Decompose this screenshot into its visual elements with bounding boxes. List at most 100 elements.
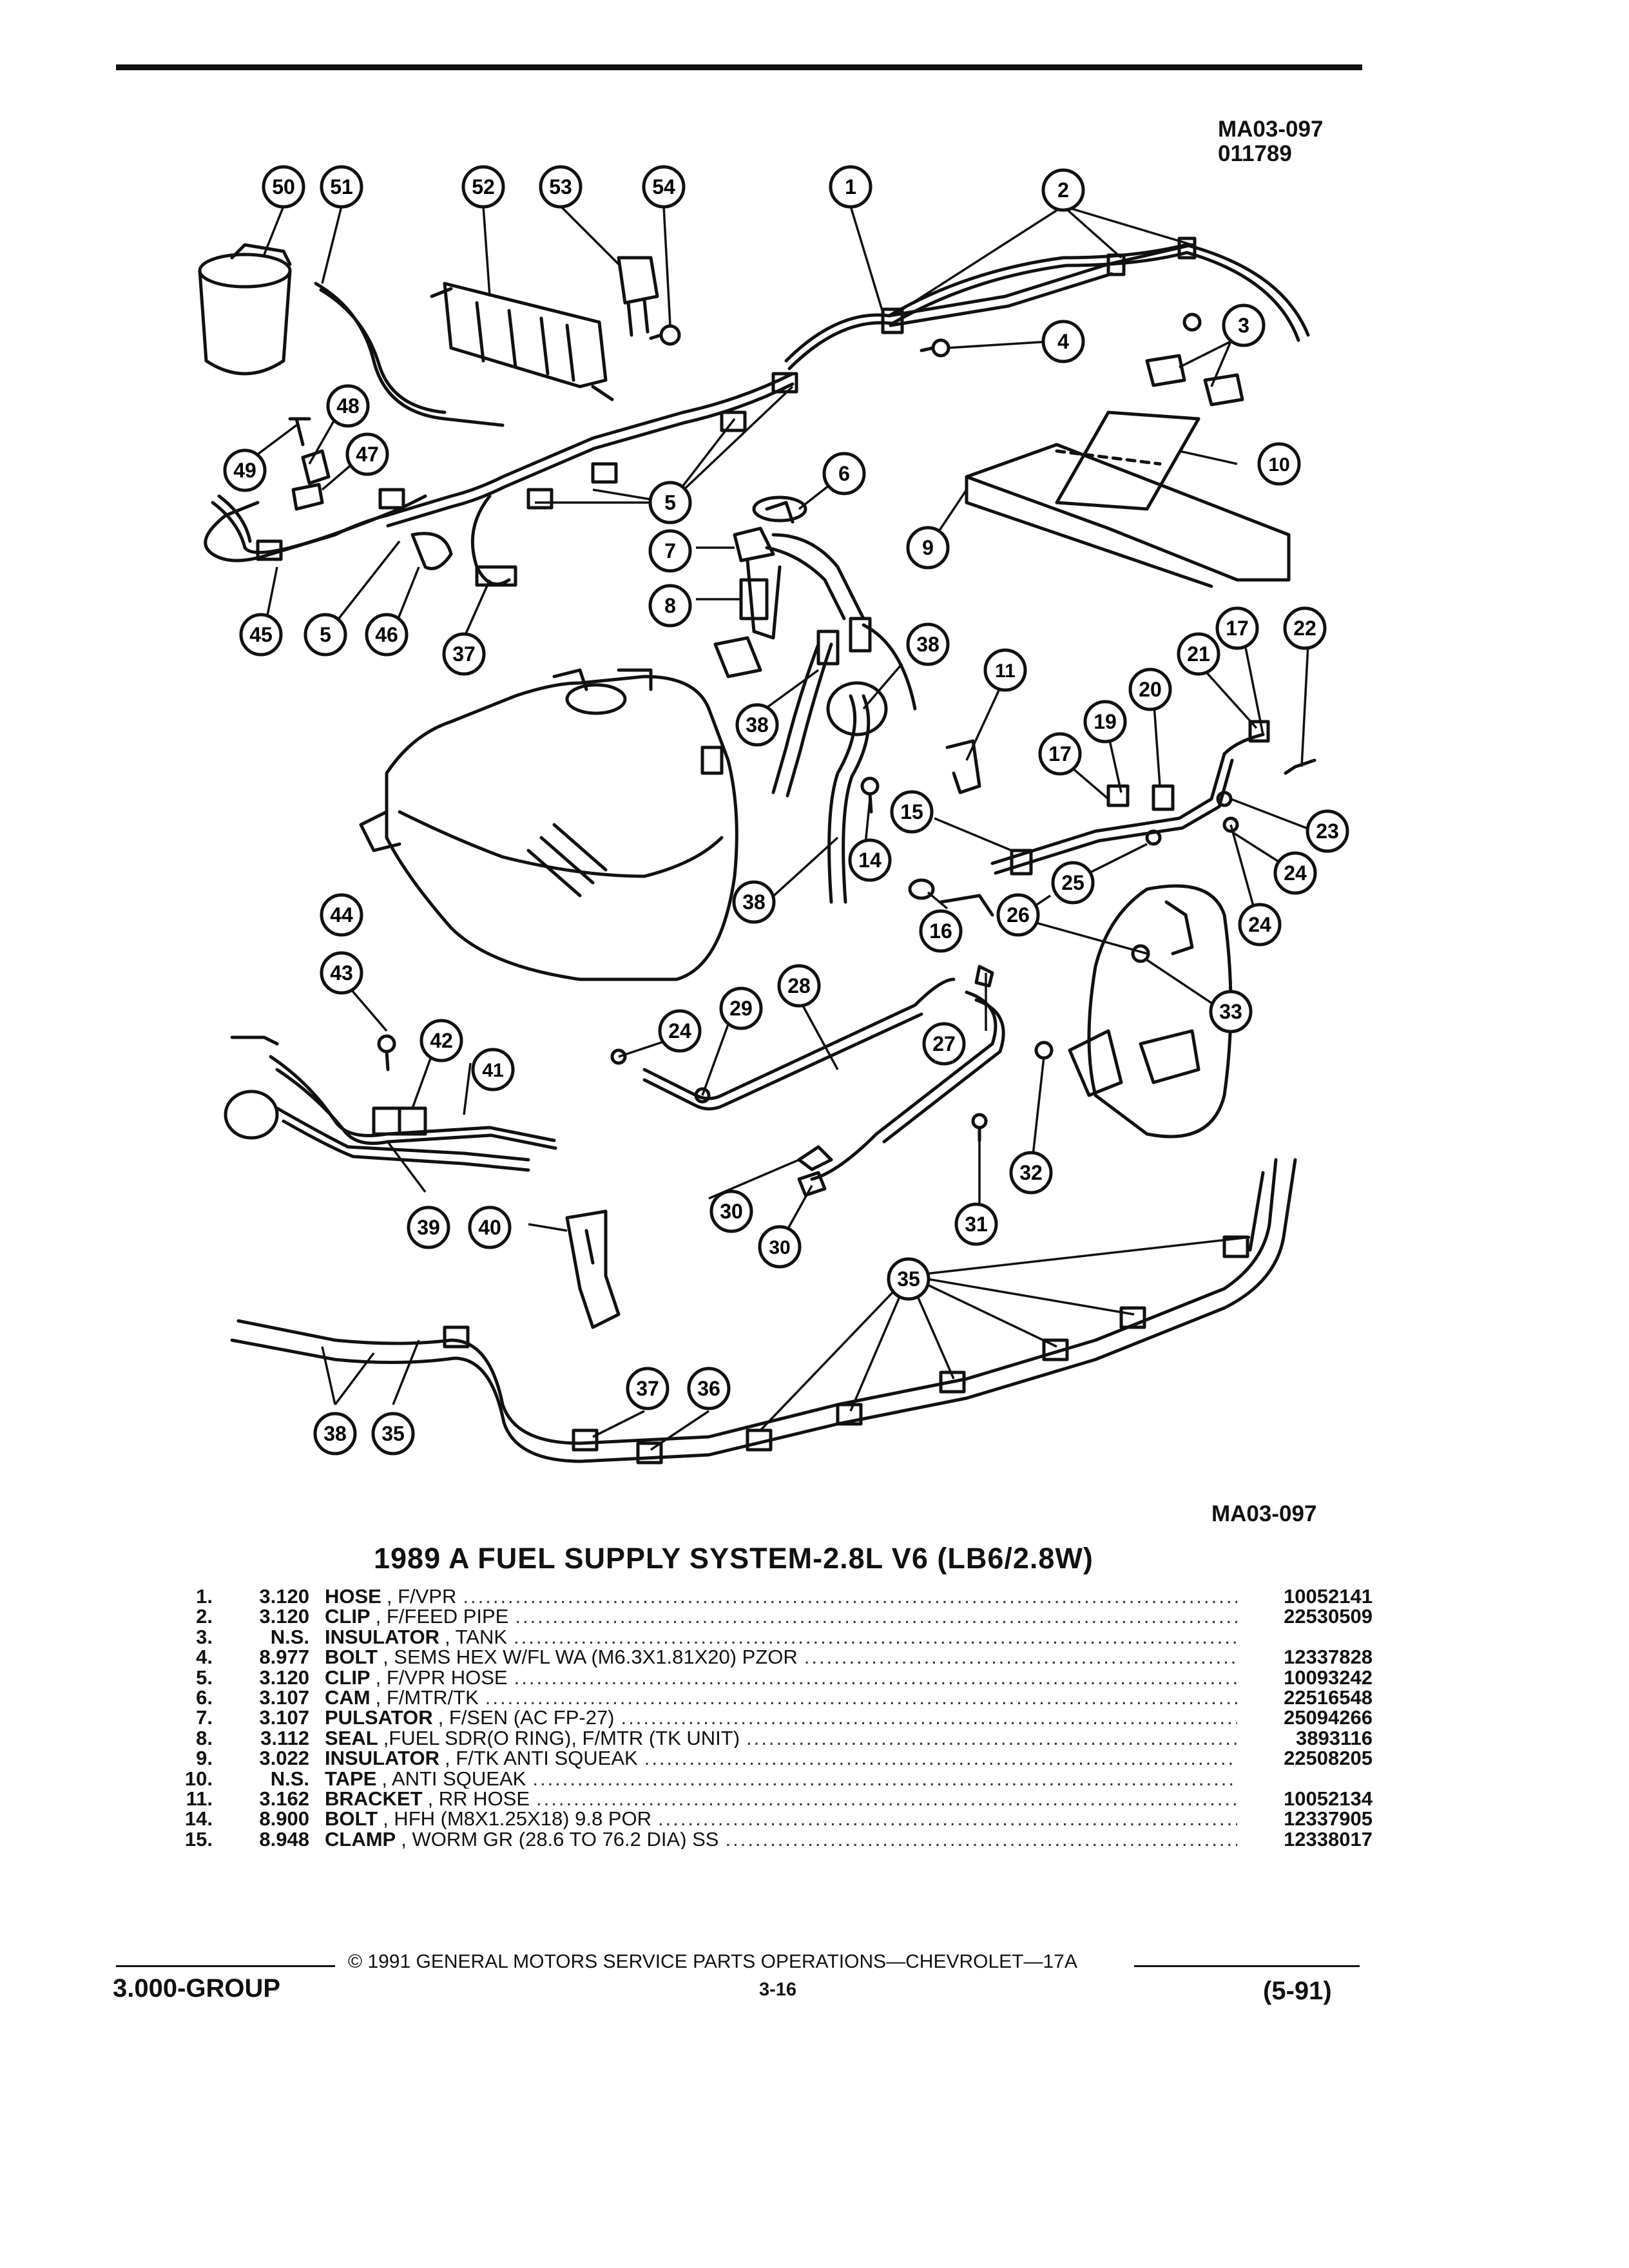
bracket-11 <box>945 739 981 794</box>
callout-32: 31 <box>954 1202 998 1246</box>
group-number: 3.120 <box>259 1585 309 1608</box>
part-detail: , F/FEED PIPE <box>375 1606 509 1627</box>
lower-fuel-lines <box>230 1158 1297 1465</box>
exploded-parts-diagram: 50 51 52 53 54 1 2 3 4 10 6 5 9 7 8 49 4… <box>198 165 1349 1465</box>
callout-52: 52 <box>461 165 505 209</box>
illustration-code-header: MA03-097 011789 <box>1218 117 1323 166</box>
svg-text:36: 36 <box>697 1377 720 1400</box>
part-number: 3893116 <box>1296 1726 1373 1749</box>
callout-43: 43 <box>320 951 363 995</box>
canister-bracket <box>430 282 614 401</box>
page-title: 1989 A FUEL SUPPLY SYSTEM-2.8L V6 (LB6/2… <box>374 1542 1094 1575</box>
callout-35-main: 35 <box>887 1257 930 1301</box>
leader-dots <box>508 1667 1237 1687</box>
svg-text:51: 51 <box>330 175 353 198</box>
svg-text:54: 54 <box>652 175 675 198</box>
bolt-54 <box>649 324 681 346</box>
item-number: 9. <box>196 1747 213 1770</box>
svg-text:38: 38 <box>916 633 940 656</box>
footer-rule-left <box>116 1965 335 1967</box>
svg-text:42: 42 <box>430 1029 453 1052</box>
leader-dots <box>508 1606 1237 1626</box>
callout-24-b: 24 <box>658 1009 702 1053</box>
part-description: BOLT, SEMS HEX W/FL WA (M6.3X1.81X20) PZ… <box>325 1647 1237 1667</box>
parts-row: 5. 3.120 CLIP, F/VPR HOSE 10093242 <box>135 1667 1373 1687</box>
item-number: 2. <box>196 1605 213 1628</box>
callout-38-d: 38 <box>313 1412 357 1456</box>
part-detail: , TANK <box>444 1626 508 1648</box>
leader-dots <box>638 1748 1237 1768</box>
parts-row: 14. 8.900 BOLT, HFH (M8X1.25X18) 9.8 POR… <box>135 1809 1373 1829</box>
item-number: 14. <box>184 1807 213 1831</box>
item-number: 7. <box>196 1706 213 1729</box>
svg-text:10: 10 <box>1268 454 1289 476</box>
svg-text:8: 8 <box>664 594 676 617</box>
callout-48: 48 <box>326 384 370 428</box>
svg-text:17: 17 <box>1048 742 1072 765</box>
svg-text:41: 41 <box>482 1060 503 1081</box>
group-number: 3.022 <box>259 1747 309 1770</box>
part-description: CLIP, F/VPR HOSE <box>325 1667 1237 1687</box>
group-label: 3.000-GROUP <box>113 1974 281 2003</box>
callout-41: 41 <box>471 1048 515 1091</box>
callout-37-top: 37 <box>442 632 486 676</box>
svg-text:49: 49 <box>233 459 256 482</box>
top-rule <box>116 64 1362 70</box>
part-detail: , RR HOSE <box>427 1788 530 1809</box>
group-number: N.S. <box>270 1625 309 1648</box>
callout-18: 19 <box>1083 700 1127 744</box>
callout-8: 8 <box>648 584 692 628</box>
svg-text:29: 29 <box>729 997 753 1020</box>
svg-text:9: 9 <box>922 536 934 559</box>
svg-text:43: 43 <box>330 961 353 985</box>
callout-10: 10 <box>1257 442 1301 486</box>
callout-29: 29 <box>719 986 763 1030</box>
part-number: 22508205 <box>1284 1747 1373 1770</box>
callout-37: 37 <box>626 1367 670 1410</box>
part-number: 12337905 <box>1284 1807 1373 1831</box>
part-description: INSULATOR, F/TK ANTI SQUEAK <box>325 1748 1237 1768</box>
callout-30: 30 <box>709 1189 753 1233</box>
part-description: HOSE, F/VPR <box>325 1586 1237 1606</box>
part-detail: , F/TK ANTI SQUEAK <box>444 1748 638 1769</box>
group-number: N.S. <box>270 1767 309 1790</box>
svg-text:27: 27 <box>932 1032 956 1055</box>
item-number: 8. <box>196 1726 213 1749</box>
part-number <box>1237 1627 1373 1647</box>
parts-row: 11. 3.162 BRACKET, RR HOSE 10052134 <box>135 1789 1373 1809</box>
item-number: 11. <box>186 1787 213 1810</box>
svg-text:15: 15 <box>900 800 923 823</box>
fuel-sender-assembly <box>713 495 865 678</box>
svg-text:38: 38 <box>746 713 769 736</box>
leader-dots <box>456 1586 1237 1606</box>
svg-text:20: 20 <box>1139 678 1162 701</box>
callout-47: 47 <box>345 432 389 476</box>
svg-text:52: 52 <box>472 175 495 198</box>
insulator-pads-3 <box>1145 354 1244 407</box>
svg-text:45: 45 <box>249 623 273 646</box>
parts-row: 8. 3.112 SEAL,FUEL SDR(O RING), F/MTR (T… <box>135 1726 1373 1749</box>
leader-lines <box>244 205 1315 1451</box>
connector-53 <box>617 256 659 337</box>
callout-9: 9 <box>906 526 950 570</box>
callout-14: 14 <box>848 838 892 882</box>
part-detail: ,FUEL SDR(O RING), F/MTR (TK UNIT) <box>383 1727 740 1749</box>
parts-row: 4. 8.977 BOLT, SEMS HEX W/FL WA (M6.3X1.… <box>135 1647 1373 1667</box>
part-detail: , F/SEN (AC FP-27) <box>438 1707 615 1728</box>
callout-50: 50 <box>262 165 305 209</box>
revision-date: (5-91) <box>1263 1977 1332 2005</box>
part-detail: , F/VPR HOSE <box>375 1667 508 1687</box>
part-detail: , F/VPR <box>386 1586 457 1607</box>
parts-row: 7. 3.107 PULSATOR, F/SEN (AC FP-27) 2509… <box>135 1706 1373 1729</box>
part-number: 10052134 <box>1284 1787 1373 1810</box>
parts-row: 10. N.S. TAPE, ANTI SQUEAK <box>135 1767 1373 1790</box>
svg-text:30: 30 <box>720 1200 743 1223</box>
callout-44: 44 <box>320 893 363 937</box>
svg-text:48: 48 <box>336 394 360 418</box>
svg-text:32: 32 <box>1019 1161 1043 1184</box>
part-name: BOLT <box>325 1647 378 1667</box>
parts-row: 2. 3.120 CLIP, F/FEED PIPE 22530509 <box>135 1605 1373 1628</box>
vapor-line-front <box>204 372 798 587</box>
svg-text:17: 17 <box>1226 617 1249 640</box>
leader-dots <box>526 1769 1237 1789</box>
